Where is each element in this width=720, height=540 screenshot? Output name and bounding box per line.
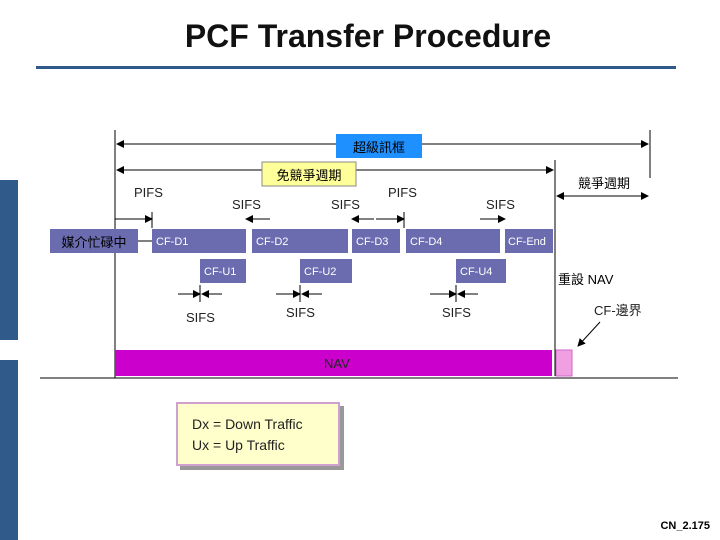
frame-cf-d2-label: CF-D2	[256, 236, 288, 248]
frame-cf-d3	[352, 229, 400, 253]
frame-cf-d2	[252, 229, 348, 253]
cfp-label-box	[261, 161, 357, 187]
legend-box: Dx = Down Traffic Ux = Up Traffic	[176, 402, 340, 466]
frame-cf-u1-label: CF-U1	[204, 266, 236, 278]
cfp-label: 免競爭週期	[276, 168, 341, 183]
page-title: PCF Transfer Procedure	[184, 18, 552, 54]
superframe-label: 超級訊框	[353, 140, 405, 155]
legend-line-up: Ux = Up Traffic	[192, 437, 285, 453]
medium-busy-label: 媒介忙碌中	[61, 235, 126, 250]
reset-nav-label: 重設 NAV	[558, 272, 614, 287]
title-underline	[36, 66, 676, 69]
sifs-label-bot-1: SIFS	[186, 310, 215, 325]
nav-reset-marker	[555, 349, 573, 377]
sifs-label-bot-3: SIFS	[442, 305, 471, 320]
frame-cf-u4-label: CF-U4	[460, 266, 492, 278]
sidebar-segment	[0, 360, 18, 540]
frame-cf-u2-label: CF-U2	[304, 266, 336, 278]
medium-busy-box	[50, 229, 138, 253]
pifs-label-1: PIFS	[134, 185, 163, 200]
cf-boundary-arrow	[577, 321, 601, 347]
frame-cf-d1-label: CF-D1	[156, 236, 188, 248]
cp-label: 競爭週期	[578, 176, 630, 191]
sidebar-segment	[0, 0, 18, 160]
sidebar	[0, 0, 18, 540]
slide-number: CN_2.175	[660, 520, 710, 532]
frame-cf-d4	[406, 229, 500, 253]
sifs-label-top-1: SIFS	[232, 197, 261, 212]
sifs-label-top-2: SIFS	[331, 197, 360, 212]
sifs-label-bot-2: SIFS	[286, 305, 315, 320]
cf-boundary-label: CF-邊界	[594, 303, 642, 318]
frame-cf-d3-label: CF-D3	[356, 236, 388, 248]
frame-cf-u2	[300, 259, 352, 283]
frame-cf-d4-label: CF-D4	[410, 236, 442, 248]
nav-label: NAV	[324, 356, 350, 371]
frame-cf-u1	[200, 259, 246, 283]
pifs-label-2: PIFS	[388, 185, 417, 200]
nav-bar	[115, 350, 552, 376]
superframe-label-box	[336, 134, 422, 158]
sidebar-segment	[0, 180, 18, 340]
frame-cf-u4	[456, 259, 506, 283]
legend-line-down: Dx = Down Traffic	[192, 416, 303, 432]
frame-cf-d1	[152, 229, 246, 253]
frame-cf-end	[505, 229, 553, 253]
frame-cf-end-label: CF-End	[508, 236, 546, 248]
sifs-label-top-3: SIFS	[486, 197, 515, 212]
